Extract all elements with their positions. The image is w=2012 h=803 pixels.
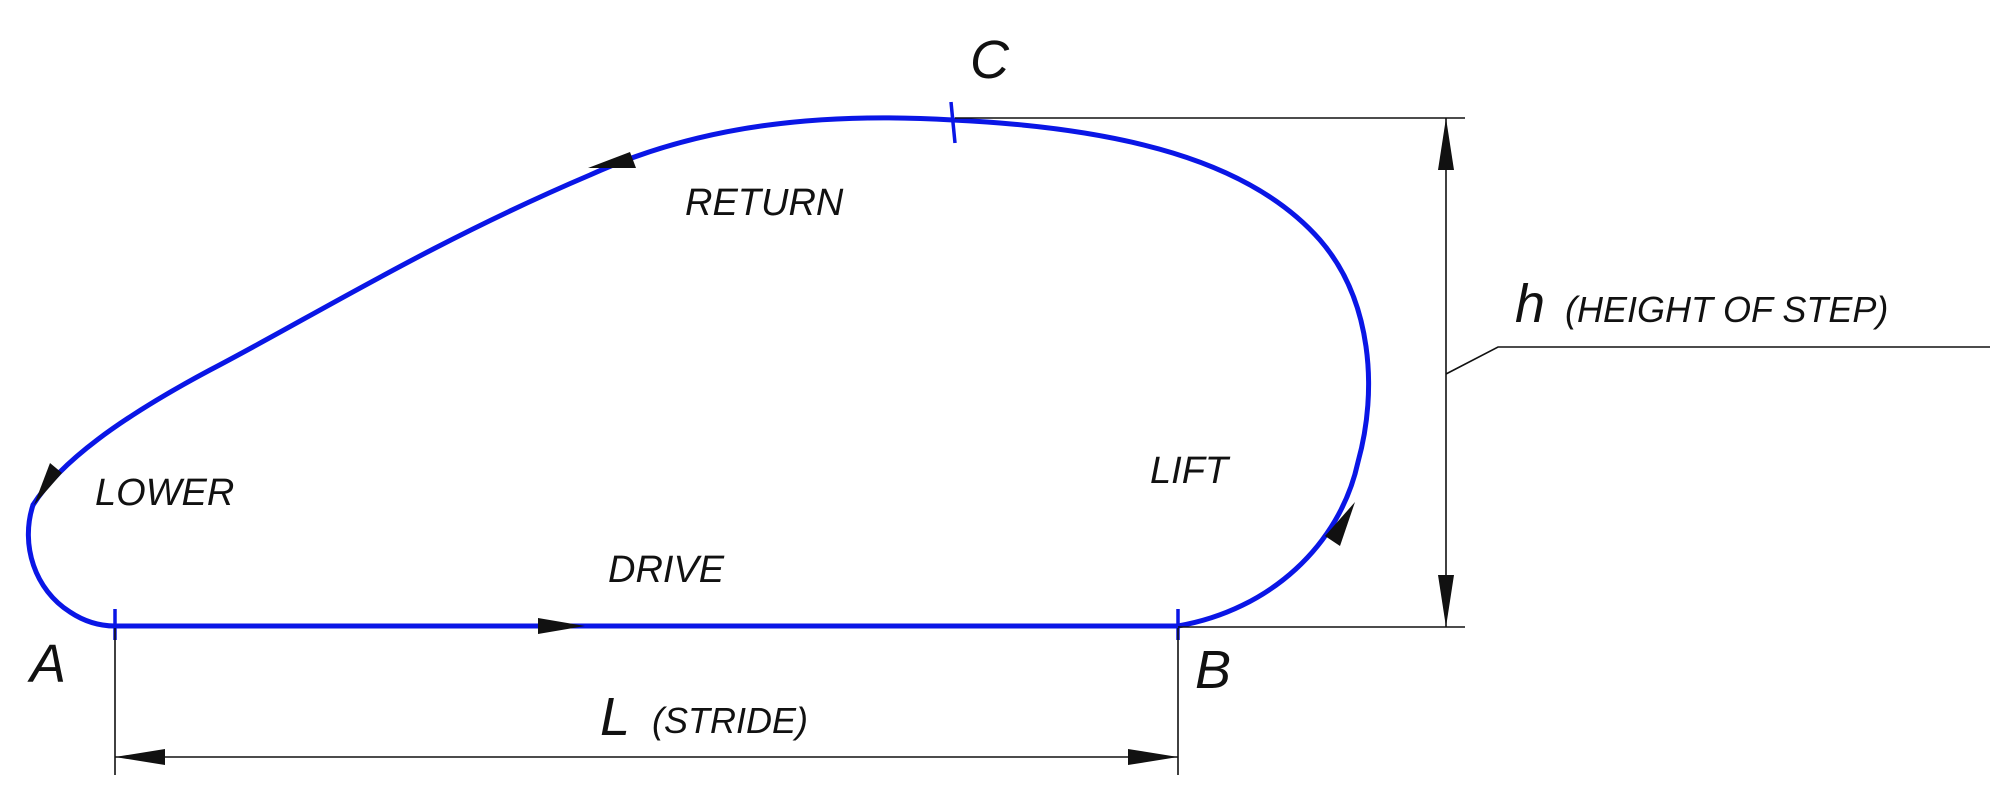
point-a-label: A: [27, 634, 66, 694]
point-b-label: B: [1195, 640, 1231, 700]
lower-label: LOWER: [95, 472, 234, 514]
height-symbol-label: h: [1515, 274, 1545, 334]
lower-segment: [25, 502, 118, 629]
stride-note-label: (STRIDE): [652, 700, 808, 741]
point-c-marker: [949, 101, 957, 144]
return-arrow-icon: [588, 152, 636, 168]
direction-arrows: [34, 152, 1355, 634]
return-segment: [30, 115, 956, 508]
lift-arrow-icon: [1325, 502, 1355, 546]
lift-label: LIFT: [1150, 450, 1231, 492]
lift-segment: [950, 117, 1372, 629]
drive-arrow-icon: [538, 618, 585, 634]
point-c-label: C: [970, 30, 1010, 90]
height-arrow-top-icon: [1438, 118, 1454, 170]
stride-arrow-right-icon: [1128, 749, 1178, 765]
height-leader-line: [1445, 346, 1990, 375]
stride-symbol-label: L: [600, 687, 630, 747]
step-cycle-path: [25, 115, 1372, 629]
height-dimension: [955, 117, 1990, 628]
drive-label: DRIVE: [608, 549, 725, 591]
height-note-label: (HEIGHT OF STEP): [1565, 289, 1888, 330]
return-label: RETURN: [685, 182, 844, 224]
height-arrow-bottom-icon: [1438, 575, 1454, 627]
stride-dimension: [114, 628, 1179, 775]
stride-arrow-left-icon: [115, 749, 165, 765]
lower-arrow-icon: [34, 463, 62, 505]
